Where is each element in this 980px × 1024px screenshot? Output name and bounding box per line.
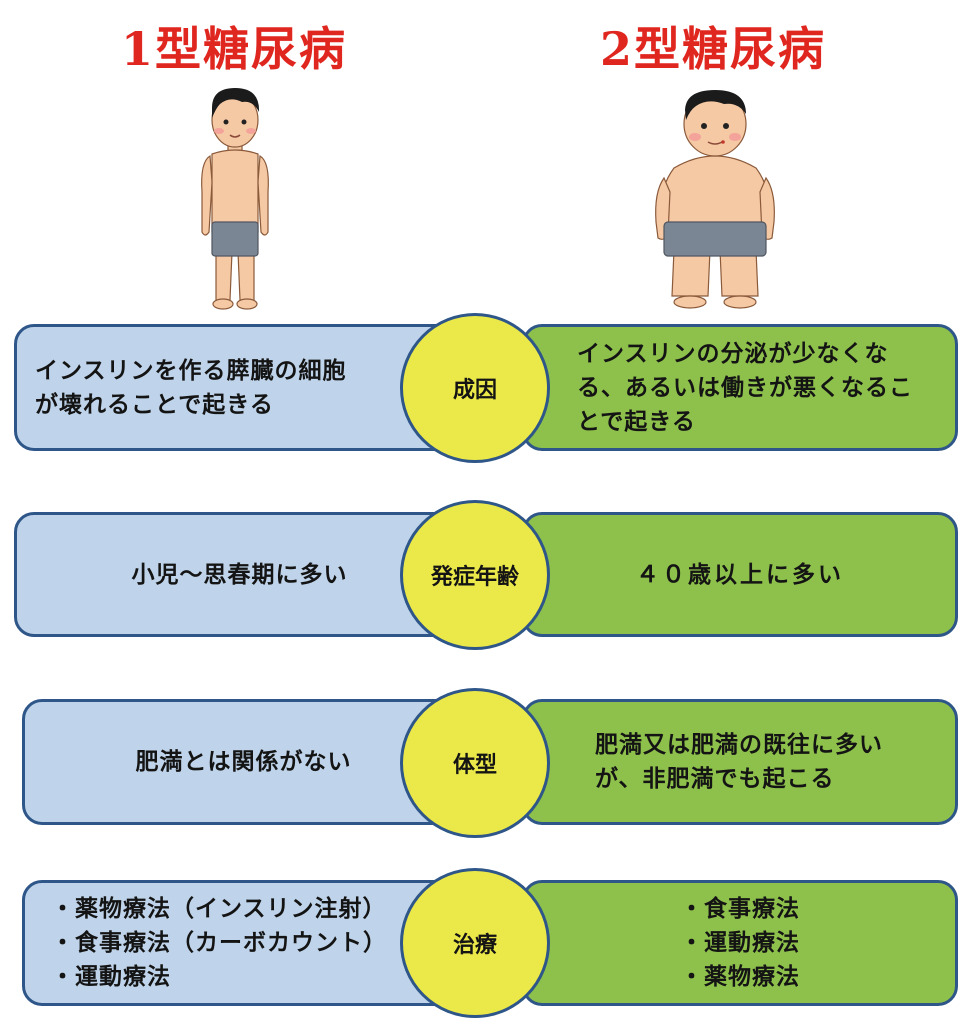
list-item: 薬物療法（インスリン注射） [51, 892, 387, 926]
type2-onset-panel: ４０歳以上に多い [522, 512, 958, 637]
type1-treatment-list: 薬物療法（インスリン注射） 食事療法（カーボカウント） 運動療法 [51, 892, 387, 994]
treatment-label: 治療 [400, 868, 550, 1018]
type1-body-text: 肥満とは関係がない [135, 749, 352, 775]
type1-heading: 1型糖尿病 [120, 22, 347, 76]
type1-body-panel: 肥満とは関係がない [22, 699, 465, 825]
list-item: 薬物療法 [680, 960, 800, 994]
onset-age-label: 発症年齢 [400, 500, 550, 650]
type2-heading: 2型糖尿病 [599, 22, 826, 76]
type1-cause-text: インスリンを作る膵臓の細胞 が壊れることで起きる [35, 357, 347, 418]
type2-cause-text: インスリンの分泌が少なくな る、あるいは働きが悪くなるこ とで起きる [577, 340, 913, 435]
type2-treatment-list: 食事療法 運動療法 薬物療法 [680, 892, 800, 994]
fat-boy-illustration [655, 90, 775, 309]
list-item: 運動療法 [680, 926, 800, 960]
type1-treatment-panel: 薬物療法（インスリン注射） 食事療法（カーボカウント） 運動療法 [22, 880, 465, 1006]
type2-body-panel: 肥満又は肥満の既往に多い が、非肥満でも起こる [522, 699, 958, 825]
type1-cause-panel: インスリンを作る膵臓の細胞 が壊れることで起きる [14, 324, 465, 451]
list-item: 運動療法 [51, 960, 387, 994]
type2-onset-text: ４０歳以上に多い [636, 561, 844, 588]
type2-body-text: 肥満又は肥満の既往に多い が、非肥満でも起こる [595, 732, 883, 792]
type1-onset-panel: 小児～思春期に多い [14, 512, 465, 637]
list-item: 食事療法 [680, 892, 800, 926]
cause-label: 成因 [400, 313, 550, 463]
body-type-label: 体型 [400, 688, 550, 838]
thin-boy-illustration [201, 88, 269, 310]
type2-treatment-panel: 食事療法 運動療法 薬物療法 [522, 880, 958, 1006]
type2-cause-panel: インスリンの分泌が少なくな る、あるいは働きが悪くなるこ とで起きる [522, 324, 958, 451]
type1-onset-text: 小児～思春期に多い [131, 561, 348, 588]
list-item: 食事療法（カーボカウント） [51, 926, 387, 960]
